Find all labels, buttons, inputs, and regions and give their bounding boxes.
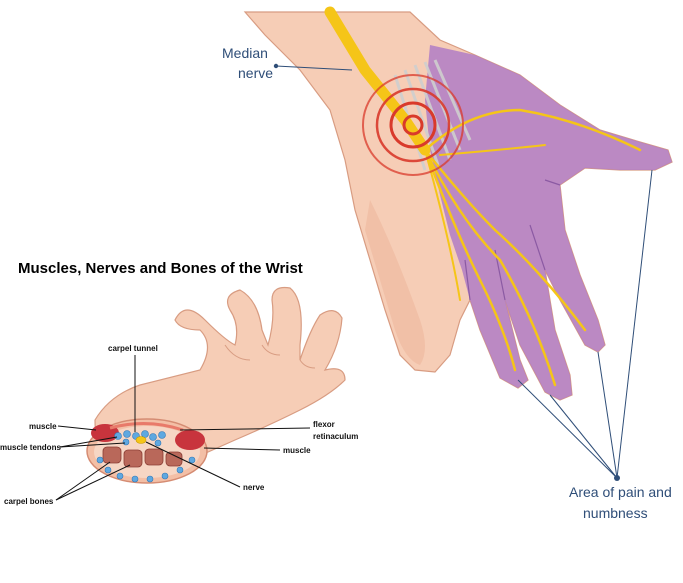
affected-area — [425, 45, 672, 400]
median-leader — [275, 65, 353, 71]
pain-rings — [362, 74, 464, 176]
finger-creases — [464, 179, 561, 301]
cross-section-title: Muscles, Nerves and Bones of the Wrist — [18, 260, 303, 277]
wrist-oval — [86, 418, 208, 484]
main-hand: Median nerve Area of pain and numbness — [222, 6, 676, 521]
label-carpel-bones: carpel bones — [4, 497, 54, 506]
leader-flexor — [179, 427, 311, 431]
small-hand-folds — [224, 344, 316, 369]
cross-section: Muscles, Nerves and Bones of the Wrist — [0, 260, 358, 506]
area-leaders — [517, 169, 653, 479]
leader-tendons-1 — [59, 436, 118, 448]
label-median-nerve: Median nerve — [222, 45, 273, 81]
label-carpel-tunnel: carpel tunnel — [108, 344, 158, 353]
leader-bones-1 — [55, 461, 111, 501]
leader-muscle-right — [203, 447, 281, 451]
leader-muscle-left — [57, 425, 97, 431]
label-muscle-right: muscle — [283, 446, 311, 455]
label-muscle-left: muscle — [29, 422, 57, 431]
leader-nerve — [145, 441, 241, 488]
label-nerve: nerve — [243, 483, 265, 492]
palm-shadow — [365, 200, 425, 365]
median-dot — [273, 63, 279, 69]
label-muscle-tendons: muscle tendons — [0, 443, 61, 452]
leader-tendons-2 — [59, 442, 126, 448]
label-area-of-pain: Area of pain and numbness — [569, 484, 676, 521]
leader-bones-2 — [55, 464, 131, 501]
area-dot — [614, 475, 620, 481]
label-flexor-retinaculum: flexor retinaculum — [313, 420, 358, 441]
